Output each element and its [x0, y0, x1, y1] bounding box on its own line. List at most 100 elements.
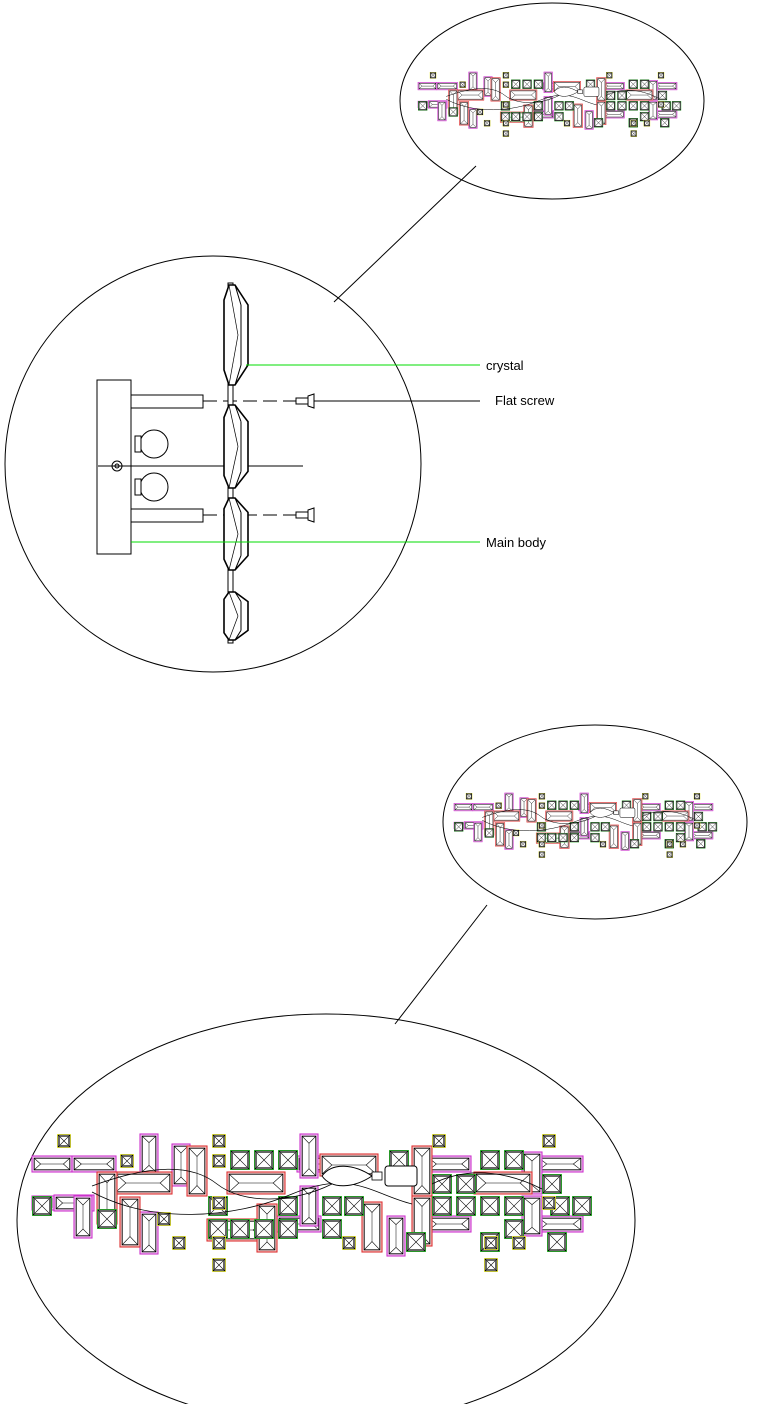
bar-crystal: [519, 797, 529, 818]
main-body-plate: [96, 379, 132, 555]
bar-crystal: [589, 802, 617, 814]
square-crystal: [504, 1219, 524, 1239]
square-crystal: [254, 1219, 274, 1239]
square-crystal: [693, 822, 701, 829]
bar-crystal: [472, 803, 494, 812]
bar-crystal: [186, 1145, 208, 1197]
bar-crystal: [490, 77, 501, 102]
square-crystal: [538, 822, 546, 829]
square-crystal: [212, 1196, 226, 1210]
square-crystal: [630, 119, 638, 127]
square-crystal: [617, 90, 627, 101]
square-crystal: [639, 79, 650, 89]
square-crystal: [628, 79, 638, 89]
square-crystal: [547, 800, 557, 810]
square-crystal: [671, 101, 682, 111]
bar-crystal: [526, 798, 537, 823]
square-crystal: [432, 1134, 446, 1148]
bar-crystal: [139, 1211, 159, 1255]
square-crystal: [522, 111, 532, 122]
bar-crystal: [426, 1215, 472, 1233]
bottom-detail-ellipse: [16, 1013, 636, 1404]
center-mark: [111, 460, 123, 472]
square-crystal: [157, 1212, 171, 1226]
bar-crystal: [579, 817, 589, 837]
square-crystal: [657, 90, 668, 101]
bar-crystal: [456, 89, 485, 101]
square-crystal: [564, 101, 575, 111]
square-crystal: [693, 793, 701, 800]
square-crystal: [278, 1196, 298, 1216]
bar-crystal: [468, 71, 478, 92]
square-crystal: [617, 101, 627, 111]
square-crystal: [593, 118, 604, 128]
square-crystal: [511, 79, 521, 89]
top-connector-line: [333, 165, 477, 303]
square-crystal: [278, 1150, 298, 1170]
bulb-socket-icon: [583, 86, 600, 97]
square-crystal: [97, 1209, 117, 1229]
square-crystal: [230, 1150, 250, 1170]
side-view-detail-circle: [4, 255, 422, 673]
bottom-detail-crystal-array: [31, 1133, 592, 1272]
square-crystal: [538, 851, 546, 858]
bar-crystal: [73, 1195, 93, 1239]
square-crystal: [454, 822, 464, 832]
square-crystal: [679, 840, 687, 848]
square-crystal: [675, 822, 686, 832]
square-crystal: [476, 108, 484, 116]
square-crystal: [606, 101, 616, 111]
bar-crystal: [691, 803, 714, 812]
square-crystal: [459, 81, 466, 88]
square-crystal: [542, 1174, 562, 1194]
square-crystal: [657, 72, 665, 79]
square-crystal: [639, 111, 650, 122]
lower-arm: [130, 508, 204, 523]
flat-screw-lower-icon: [295, 507, 315, 523]
square-crystal: [254, 1150, 274, 1170]
square-crystal: [660, 118, 670, 128]
bar-crystal: [119, 1196, 141, 1248]
square-crystal: [664, 822, 674, 832]
square-crystal: [480, 1150, 500, 1170]
bar-crystal: [543, 96, 553, 116]
square-crystal: [504, 1196, 524, 1216]
square-crystal: [495, 802, 502, 809]
square-crystal: [600, 822, 611, 832]
square-crystal: [599, 840, 607, 848]
square-crystal: [389, 1150, 409, 1170]
square-crystal: [344, 1196, 364, 1216]
wire-paths: [446, 88, 658, 110]
square-crystal: [538, 840, 546, 848]
square-crystal: [502, 81, 510, 88]
square-crystal: [230, 1219, 250, 1239]
square-crystal: [432, 1174, 452, 1194]
bar-crystal: [620, 831, 630, 851]
square-crystal: [558, 832, 568, 843]
bar-crystal: [603, 82, 625, 91]
square-crystal: [212, 1154, 226, 1168]
bottom-overview-crystal-array: [453, 792, 718, 858]
side-crystal-2: [223, 404, 249, 489]
bar-crystal: [495, 822, 506, 847]
square-crystal: [538, 793, 546, 800]
square-crystal: [278, 1219, 298, 1239]
side-crystal-4: [223, 591, 249, 641]
square-crystal: [630, 130, 638, 137]
bar-crystal: [691, 831, 714, 840]
side-crystal-1: [223, 284, 249, 386]
candle-bulb-icon: [321, 1165, 383, 1187]
square-crystal: [666, 840, 674, 848]
bar-crystal: [386, 1215, 406, 1257]
bar-crystal: [655, 110, 678, 119]
bar-crystal: [473, 821, 483, 843]
square-crystal: [653, 811, 663, 822]
square-crystal: [504, 1150, 524, 1170]
square-crystal: [32, 1196, 52, 1216]
square-crystal: [483, 119, 491, 127]
bar-crystal: [596, 77, 607, 102]
square-crystal: [536, 832, 547, 843]
wire-paths: [91, 1168, 543, 1215]
square-crystal: [590, 832, 600, 843]
bar-crystal: [603, 110, 625, 119]
